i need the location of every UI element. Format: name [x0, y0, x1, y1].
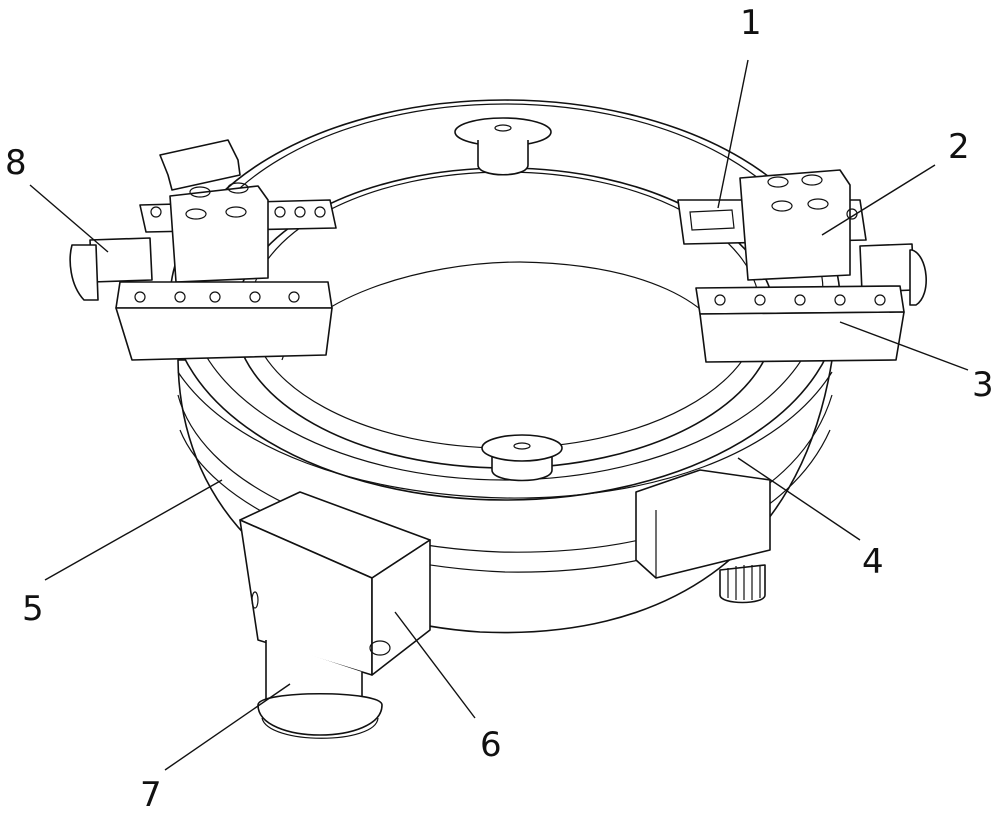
- leader-7: [164, 683, 291, 771]
- leader-2: [821, 164, 936, 236]
- callout-8: 8: [5, 143, 27, 183]
- callout-1: 1: [740, 3, 762, 43]
- leader-8: [29, 184, 109, 253]
- callout-5: 5: [22, 589, 44, 629]
- callout-3: 3: [972, 365, 994, 405]
- gearbox-housing: [239, 491, 431, 676]
- top-roller: [454, 117, 552, 176]
- drive-motor: [257, 640, 383, 739]
- right-clamp: [677, 169, 927, 363]
- leader-1: [717, 59, 749, 209]
- left-clamp: [69, 139, 337, 361]
- leader-lines: [29, 59, 969, 771]
- callout-4: 4: [862, 542, 884, 582]
- side-housing: [635, 469, 771, 604]
- callout-2: 2: [948, 127, 970, 167]
- leader-3: [839, 321, 969, 371]
- front-roller: [481, 434, 563, 482]
- callout-7: 7: [140, 775, 162, 815]
- callout-6: 6: [480, 725, 502, 765]
- leader-4: [737, 457, 861, 541]
- leader-5: [44, 479, 223, 581]
- leader-6: [394, 611, 476, 719]
